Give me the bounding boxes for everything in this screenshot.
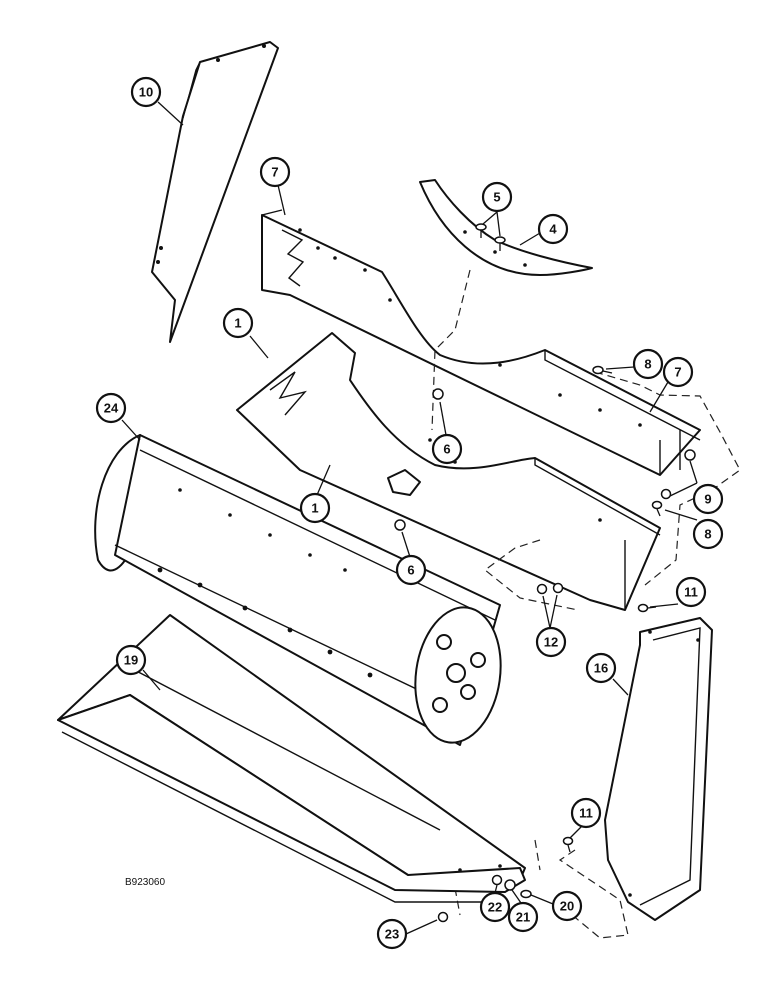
svg-text:4: 4 xyxy=(549,222,557,237)
part-4-curved-strip xyxy=(419,179,593,276)
callout-16: 16 xyxy=(585,652,617,684)
svg-text:6: 6 xyxy=(407,563,414,578)
svg-text:8: 8 xyxy=(644,357,651,372)
svg-text:5: 5 xyxy=(493,190,500,205)
svg-text:21: 21 xyxy=(516,910,530,925)
svg-text:10: 10 xyxy=(139,85,153,100)
bolt-11b xyxy=(562,836,574,853)
callout-12: 12 xyxy=(535,626,567,658)
svg-text:7: 7 xyxy=(674,365,681,380)
callout-8-lower: 8 xyxy=(692,518,724,550)
svg-text:23: 23 xyxy=(385,927,399,942)
svg-text:12: 12 xyxy=(544,635,558,650)
bolt-5b xyxy=(494,236,506,251)
bolt-8b xyxy=(651,500,663,517)
bolt-11a xyxy=(637,603,657,613)
callout-20: 20 xyxy=(551,890,583,922)
callout-22: 22 xyxy=(479,891,511,923)
part-16-side-panel xyxy=(604,617,713,921)
callout-1-upper: 1 xyxy=(222,307,254,339)
washer-21 xyxy=(504,879,516,891)
callout-11-upper: 11 xyxy=(675,576,707,608)
svg-text:1: 1 xyxy=(234,316,241,331)
svg-text:9: 9 xyxy=(704,492,711,507)
figure-reference-code: B923060 xyxy=(125,877,165,888)
callout-6-upper: 6 xyxy=(431,433,463,465)
svg-text:8: 8 xyxy=(704,527,711,542)
svg-text:24: 24 xyxy=(104,401,119,416)
nut-12a xyxy=(536,583,548,595)
nut-23 xyxy=(437,911,449,923)
bolt-5a xyxy=(475,223,487,238)
svg-text:6: 6 xyxy=(443,442,450,457)
leader-lines xyxy=(121,101,698,935)
part-7-upper-channel xyxy=(261,209,701,476)
callout-8-upper: 8 xyxy=(632,348,664,380)
svg-text:11: 11 xyxy=(684,585,698,600)
part-1-lower-channel xyxy=(236,332,661,611)
svg-text:1: 1 xyxy=(311,501,318,516)
callout-7-upper: 7 xyxy=(259,156,291,188)
nut-6b xyxy=(394,519,406,531)
svg-text:19: 19 xyxy=(124,653,138,668)
callout-24: 24 xyxy=(95,392,127,424)
callout-21: 21 xyxy=(507,901,539,933)
callout-7-right: 7 xyxy=(662,356,694,388)
nut-6a xyxy=(432,388,444,400)
callout-4: 4 xyxy=(537,213,569,245)
svg-text:16: 16 xyxy=(594,661,608,676)
callout-1-lower: 1 xyxy=(299,492,331,524)
bolt-8a xyxy=(592,365,613,375)
nut-9a xyxy=(684,449,696,461)
nut-12b xyxy=(552,582,564,594)
bolt-20 xyxy=(520,889,532,899)
callout-19: 19 xyxy=(115,644,147,676)
callout-5: 5 xyxy=(481,181,513,213)
washer-22 xyxy=(491,874,503,886)
callout-11-lower: 11 xyxy=(570,797,602,829)
part-10-side-panel xyxy=(151,41,279,343)
callout-9: 9 xyxy=(692,483,724,515)
callout-23: 23 xyxy=(376,918,408,950)
hardware-fasteners xyxy=(394,223,696,923)
callout-6-lower: 6 xyxy=(395,554,427,586)
svg-text:7: 7 xyxy=(271,165,278,180)
svg-text:20: 20 xyxy=(560,899,574,914)
part-24-drum xyxy=(94,434,502,746)
callout-10: 10 xyxy=(130,76,162,108)
svg-text:22: 22 xyxy=(488,900,502,915)
part-19-bottom-pan xyxy=(57,614,526,903)
washer-9b xyxy=(660,488,672,500)
svg-text:11: 11 xyxy=(579,806,593,821)
